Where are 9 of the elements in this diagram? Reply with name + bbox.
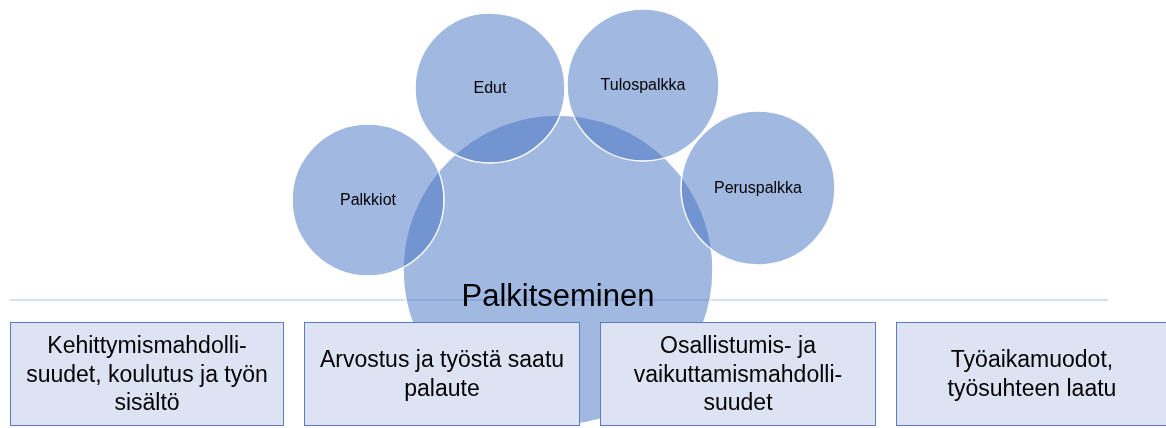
circle-label: Palkitseminen bbox=[460, 277, 656, 314]
topic-panel: Kehittymismahdolli- suudet, koulutus ja työn sisältö bbox=[10, 322, 284, 426]
circle-label: Tulospalkka bbox=[599, 76, 687, 94]
topic-panel: Työaikamuodot, työsuhteen laatu bbox=[896, 322, 1166, 426]
circle-label: Peruspalkka bbox=[712, 179, 803, 197]
circle-label: Palkkiot bbox=[339, 191, 397, 209]
circle-label: Edut bbox=[472, 79, 508, 97]
topic-panel: Arvostus ja työstä saatu palaute bbox=[304, 322, 580, 426]
topic-panel: Osallistumis- ja vaikuttamismahdolli- suudet bbox=[600, 322, 876, 426]
